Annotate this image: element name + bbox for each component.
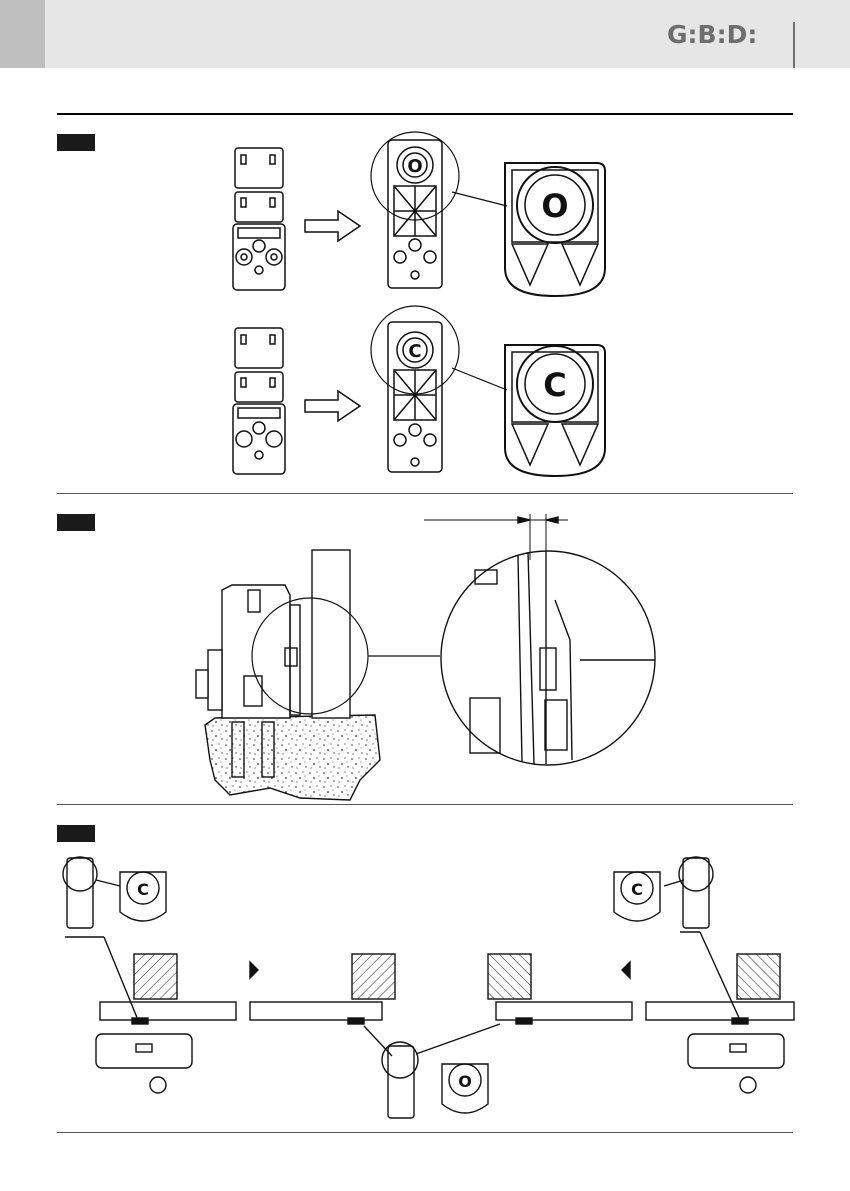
fig3-right-zoom-label: C — [631, 880, 643, 899]
fig3-bottom-zoom-label: O — [458, 1072, 472, 1091]
fig3-installation — [63, 857, 794, 1118]
fig1-plate-close-label: C — [408, 341, 421, 362]
fig1-zoom-close-label: C — [543, 366, 566, 404]
fig1-plate-open-label: O — [407, 156, 422, 177]
fig2-side-view — [196, 514, 655, 800]
fig3-left-zoom-label: C — [137, 880, 149, 899]
fig1-zoom-open-label: O — [541, 187, 568, 225]
